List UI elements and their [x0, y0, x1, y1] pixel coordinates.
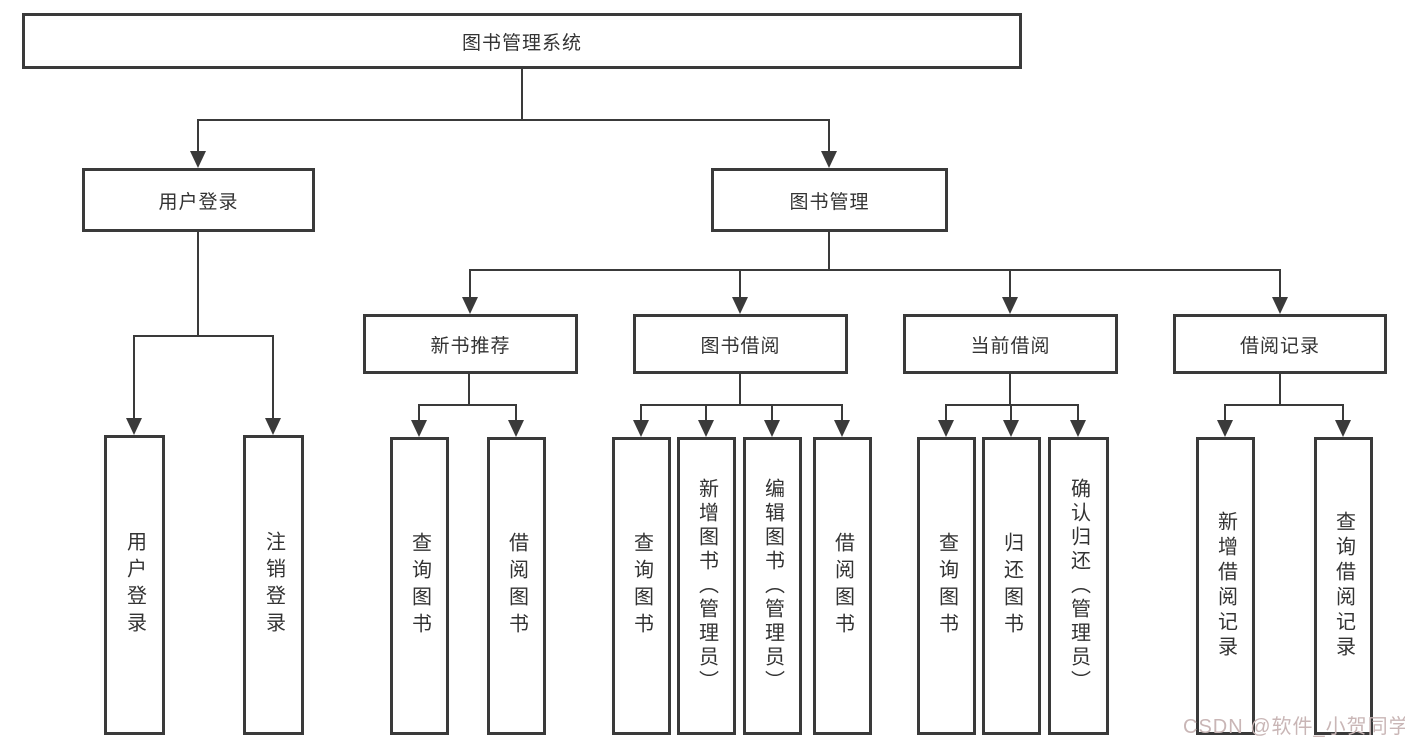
leaf-label: 借阅图书: [831, 532, 854, 640]
connector-book-borrow-stem: [739, 374, 741, 406]
connector-root-stem: [521, 69, 523, 120]
arrowhead-login: [126, 418, 142, 435]
connector-drop-login: [133, 335, 135, 419]
node-library-management-system: 图书管理系统: [22, 13, 1022, 69]
leaf-label: 确认归还（管理员）: [1067, 478, 1090, 694]
leaf-label: 新增图书（管理员）: [695, 478, 718, 694]
arrowhead: [764, 420, 780, 437]
leaf-edit-books-admin: 编辑图书（管理员）: [743, 437, 802, 735]
connector-drop-book-management: [828, 119, 830, 152]
connector-drop: [418, 404, 420, 421]
leaf-label: 注销登录: [262, 531, 285, 639]
connector-drop: [771, 404, 773, 421]
node-book-borrow: 图书借阅: [633, 314, 848, 374]
leaf-label: 查询图书: [935, 532, 958, 640]
connector-borrow-record-stem: [1279, 374, 1281, 406]
connector-drop: [1010, 404, 1012, 421]
leaf-user-login: 用户登录: [104, 435, 165, 735]
leaf-query-books-recommend: 查询图书: [390, 437, 449, 735]
connector-user-login-branch: [133, 335, 274, 337]
node-label: 图书管理系统: [461, 32, 582, 54]
connector-new-book-branch: [418, 404, 517, 406]
node-user-login: 用户登录: [82, 168, 315, 232]
leaf-query-books-current: 查询图书: [917, 437, 976, 735]
connector-drop-borrow-record: [1279, 269, 1281, 298]
arrowhead-new-book: [462, 297, 478, 314]
node-borrow-record: 借阅记录: [1173, 314, 1387, 374]
arrowhead-logout: [265, 418, 281, 435]
connector-drop-book-borrow: [739, 269, 741, 298]
leaf-label: 查询图书: [630, 532, 653, 640]
leaf-borrow-books: 借阅图书: [813, 437, 872, 735]
connector-drop-logout: [272, 335, 274, 419]
leaf-borrow-books-recommend: 借阅图书: [487, 437, 546, 735]
node-book-management: 图书管理: [711, 168, 948, 232]
arrowhead: [938, 420, 954, 437]
node-current-borrow: 当前借阅: [903, 314, 1118, 374]
connector-user-login-stem: [197, 232, 199, 337]
leaf-label: 用户登录: [123, 531, 146, 639]
arrowhead: [1003, 420, 1019, 437]
csdn-watermark: CSDN @软件_小贺同学: [1183, 716, 1405, 738]
arrowhead: [834, 420, 850, 437]
arrowhead: [1217, 420, 1233, 437]
connector-book-management-stem: [828, 232, 830, 271]
connector-drop: [1077, 404, 1079, 421]
connector-drop: [515, 404, 517, 421]
leaf-label: 新增借阅记录: [1214, 511, 1237, 661]
connector-drop-current-borrow: [1009, 269, 1011, 298]
connector-book-borrow-branch: [640, 404, 843, 406]
leaf-label: 查询借阅记录: [1332, 511, 1355, 661]
leaf-confirm-return-admin: 确认归还（管理员）: [1048, 437, 1109, 735]
arrowhead: [508, 420, 524, 437]
connector-level2-branch: [469, 269, 1280, 271]
leaf-label: 查询图书: [408, 532, 431, 640]
connector-current-borrow-branch: [945, 404, 1079, 406]
node-label: 新书推荐: [430, 335, 511, 357]
node-label: 图书借阅: [700, 335, 781, 357]
connector-drop: [640, 404, 642, 421]
arrowhead-book-borrow: [732, 297, 748, 314]
connector-drop: [945, 404, 947, 421]
leaf-query-books-borrow: 查询图书: [612, 437, 671, 735]
node-label: 图书管理: [789, 191, 870, 213]
leaf-add-books-admin: 新增图书（管理员）: [677, 437, 736, 735]
node-label: 借阅记录: [1239, 335, 1320, 357]
connector-new-book-stem: [468, 374, 470, 406]
leaf-label: 借阅图书: [505, 532, 528, 640]
leaf-logout: 注销登录: [243, 435, 304, 735]
arrowhead-user-login: [190, 151, 206, 168]
node-new-book-recommend: 新书推荐: [363, 314, 578, 374]
connector-drop: [1224, 404, 1226, 421]
leaf-label: 归还图书: [1000, 532, 1023, 640]
connector-drop-user-login: [197, 119, 199, 152]
connector-drop: [1342, 404, 1344, 421]
arrowhead: [1335, 420, 1351, 437]
arrowhead-borrow-record: [1272, 297, 1288, 314]
leaf-return-books: 归还图书: [982, 437, 1041, 735]
connector-drop: [841, 404, 843, 421]
leaf-query-borrow-record: 查询借阅记录: [1314, 437, 1373, 735]
leaf-label: 编辑图书（管理员）: [761, 478, 784, 694]
node-label: 用户登录: [158, 191, 239, 213]
connector-drop-new-book: [469, 269, 471, 298]
arrowhead-current-borrow: [1002, 297, 1018, 314]
connector-level1-branch: [197, 119, 830, 121]
connector-current-borrow-stem: [1009, 374, 1011, 406]
connector-borrow-record-branch: [1224, 404, 1344, 406]
arrowhead: [698, 420, 714, 437]
arrowhead: [1070, 420, 1086, 437]
arrowhead: [633, 420, 649, 437]
arrowhead: [411, 420, 427, 437]
arrowhead-book-management: [821, 151, 837, 168]
connector-drop: [705, 404, 707, 421]
leaf-add-borrow-record: 新增借阅记录: [1196, 437, 1255, 735]
node-label: 当前借阅: [970, 335, 1051, 357]
